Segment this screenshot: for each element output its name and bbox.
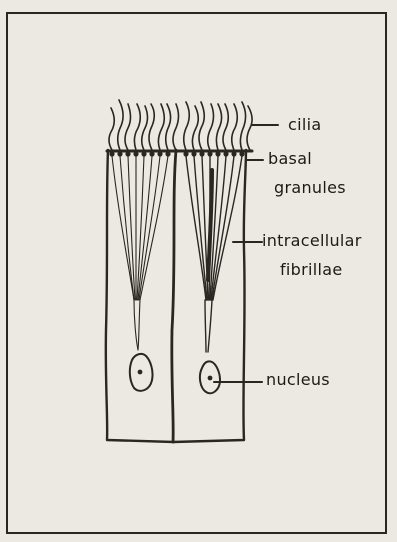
right-nucleolus [208,376,213,381]
label-fibrillae: fibrillae [280,262,343,278]
cell-boundary [172,150,176,442]
fibrillae-dark-core [208,170,212,280]
cilia-group [109,100,252,150]
label-basal: basal [268,151,312,167]
label-nucleus: nucleus [266,372,330,388]
left-nucleolus [138,370,143,375]
right-cell-fibrillae [186,156,242,352]
label-granules: granules [274,180,346,196]
label-cilia: cilia [288,117,321,133]
label-intracellular: intracellular [262,233,362,249]
left-cell-fibrillae [112,156,168,350]
